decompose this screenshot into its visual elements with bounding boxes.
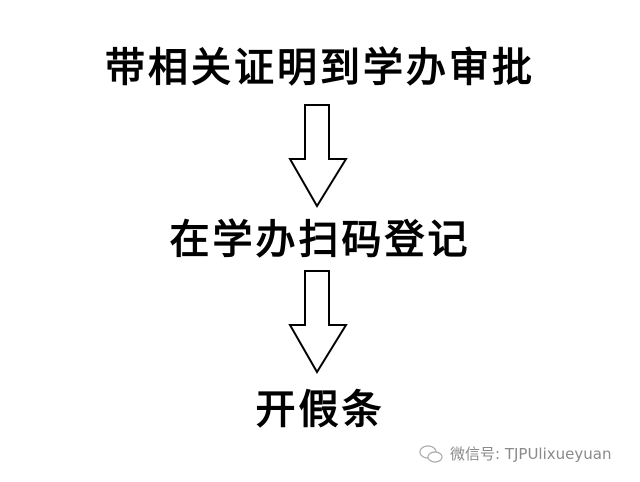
down-arrow-icon: [288, 270, 348, 374]
step-3-label: 开假条: [255, 387, 385, 433]
wechat-icon: [419, 444, 443, 463]
step-2-label: 在学办扫码登记: [169, 217, 471, 263]
watermark-text: 微信号: TJPUlixueyuan: [450, 445, 612, 463]
watermark: 微信号: TJPUlixueyuan: [418, 443, 611, 464]
step-1-label: 带相关证明到学办审批: [105, 45, 535, 91]
down-arrow-icon: [288, 104, 348, 208]
